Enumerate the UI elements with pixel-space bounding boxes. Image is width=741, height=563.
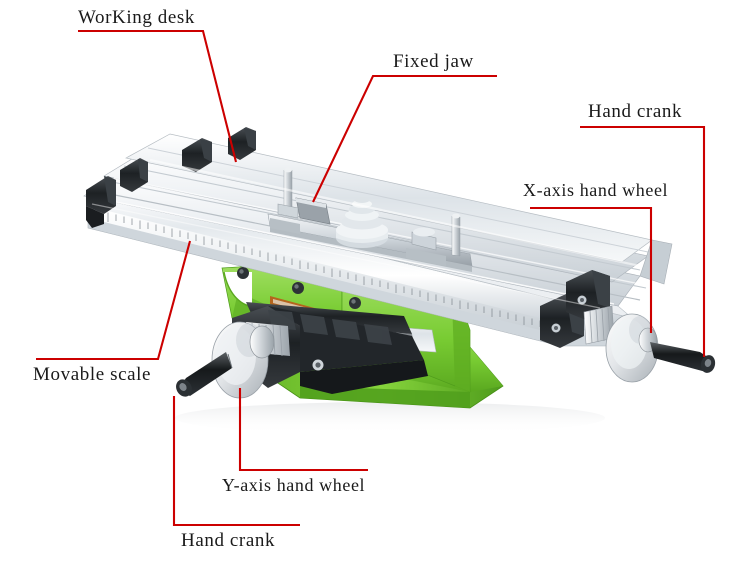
- drop-shadow: [175, 402, 605, 434]
- hand-crank-grip-left: [176, 352, 233, 397]
- stepped-clamp-knob: [336, 197, 388, 248]
- label-fixed-jaw: Fixed jaw: [393, 51, 474, 72]
- base-cap-screws: [237, 267, 361, 309]
- movable-scale: [100, 209, 556, 334]
- label-hand-crank-right: Hand crank: [588, 101, 683, 122]
- hand-crank-grip-right: [650, 342, 716, 373]
- label-hand-crank-left: Hand crank: [181, 530, 276, 551]
- fixed-jaw-assembly: [267, 167, 473, 272]
- scale-graduations: [107, 212, 549, 329]
- label-movable-scale: Movable scale: [33, 364, 152, 385]
- label-working-desk: WorKing desk: [78, 7, 196, 28]
